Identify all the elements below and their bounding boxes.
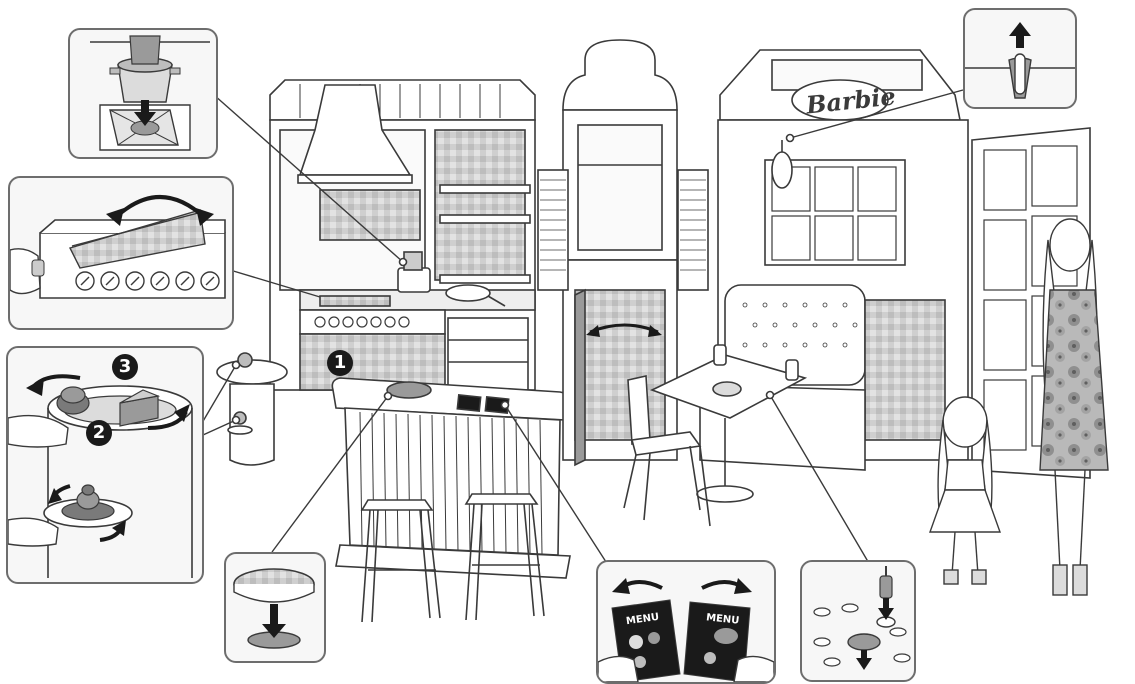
down-arrow-icon bbox=[878, 598, 894, 620]
open-left-arrow-icon bbox=[612, 578, 662, 594]
step-3-badge: 3 bbox=[112, 354, 138, 380]
up-arrow-icon bbox=[1009, 22, 1031, 48]
dessert-inset: 3 2 bbox=[6, 346, 204, 584]
step-2-badge: 2 bbox=[86, 420, 112, 446]
step-1-badge: 1 bbox=[327, 350, 353, 376]
lamp-inset bbox=[963, 8, 1077, 109]
open-right-arrow-icon bbox=[702, 578, 752, 594]
menu-inset: MENU MENU bbox=[596, 560, 776, 684]
pot-inset bbox=[68, 28, 218, 159]
kitchen-unit bbox=[270, 80, 535, 390]
dessert-stand bbox=[217, 353, 287, 465]
table-pegs-inset bbox=[800, 560, 916, 682]
pizza-inset bbox=[224, 552, 326, 663]
grill-inset bbox=[8, 176, 234, 330]
down-arrow-icon-2 bbox=[856, 650, 872, 670]
